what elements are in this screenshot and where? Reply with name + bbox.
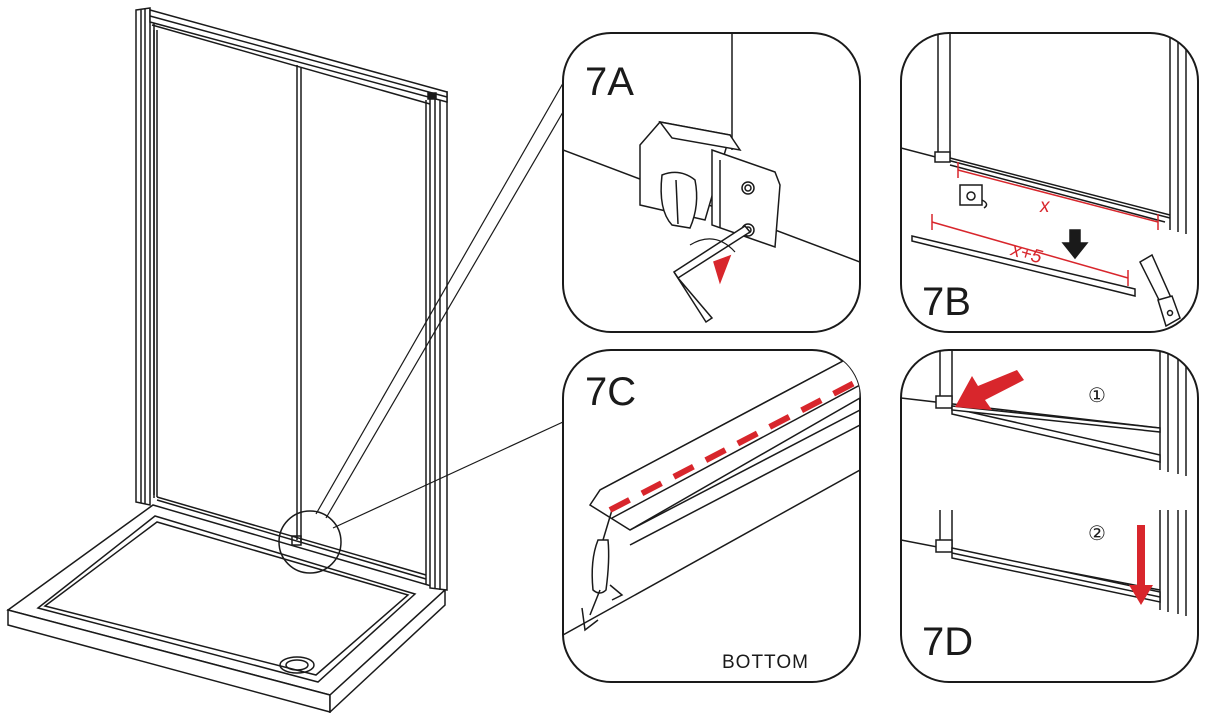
panel-7b: x x+5 7B	[900, 32, 1199, 333]
tape-measure-icon	[959, 184, 988, 209]
zoom-circle	[278, 510, 342, 574]
arrow-insert-icon	[955, 370, 1024, 410]
allen-key-icon	[672, 225, 752, 324]
glass-panels	[153, 30, 427, 580]
left-wall-profile	[135, 7, 155, 506]
leader-7c	[332, 421, 564, 529]
cut-line	[608, 377, 860, 513]
arrow-down-icon	[1061, 229, 1089, 260]
screwdriver-icon	[581, 509, 624, 632]
panel-7d-label: 7D	[922, 620, 973, 664]
step-2-marker: ②	[1088, 521, 1106, 545]
shower-tray	[6, 504, 447, 713]
step-1-marker: ①	[1088, 383, 1106, 407]
panel-7a-label: 7A	[585, 60, 634, 104]
hacksaw-icon	[1139, 253, 1181, 328]
right-wall-profile	[425, 91, 448, 591]
panel-7c: 7C BOTTOM	[562, 349, 861, 683]
panel-7a: 7A	[562, 32, 861, 333]
leader-7a	[315, 77, 567, 515]
leader-7b	[325, 111, 564, 519]
arrow-rotate-icon	[713, 254, 732, 285]
arrow-push-down-icon	[1129, 525, 1153, 605]
panel-7d: ① ② 7D	[900, 349, 1199, 683]
bottom-label: BOTTOM	[722, 652, 809, 673]
dimension-x-label: x	[1039, 196, 1051, 217]
top-rail	[149, 9, 448, 105]
shower-enclosure	[6, 7, 567, 713]
panel-7c-label: 7C	[585, 370, 636, 414]
panel-7b-label: 7B	[922, 280, 971, 324]
